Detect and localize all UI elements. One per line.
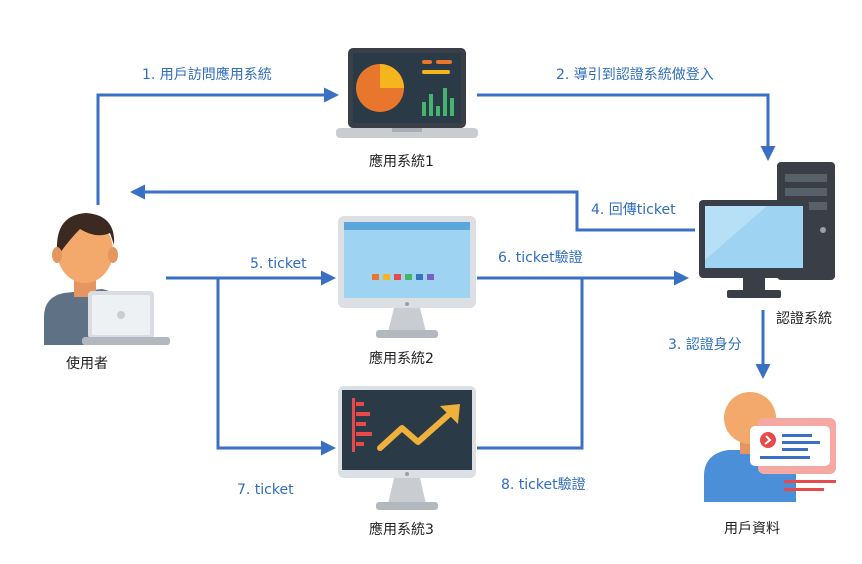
monitor-chart-icon [338, 386, 476, 510]
edge-1-line [96, 87, 339, 205]
node-label-app2: 應用系統2 [369, 351, 434, 367]
user-profile-card-icon [704, 392, 836, 502]
edge-label-7: 7. ticket [237, 482, 294, 498]
server-workstation-icon [699, 162, 835, 298]
desktop-monitor-icon [338, 216, 476, 338]
edge-label-1: 1. 用戶訪問應用系統 [142, 67, 272, 83]
edge-label-4: 4. 回傳ticket [591, 202, 676, 218]
person-with-laptop-icon [44, 213, 170, 345]
edge-label-3: 3. 認證身分 [668, 337, 742, 353]
node-label-auth: 認證系統 [776, 311, 832, 327]
edge-4-line [130, 184, 695, 232]
node-label-userdata: 用戶資料 [724, 521, 780, 537]
laptop-dashboard-icon [336, 48, 478, 138]
node-label-user: 使用者 [66, 356, 108, 372]
node-label-app1: 應用系統1 [369, 154, 434, 170]
edge-label-8: 8. ticket驗證 [501, 477, 586, 493]
node-label-app3: 應用系統3 [369, 522, 434, 538]
edge-2-line [477, 93, 776, 161]
edge-8-line [477, 278, 584, 450]
edge-label-5: 5. ticket [250, 256, 307, 272]
edge-label-2: 2. 導引到認證系統做登入 [556, 67, 714, 83]
edge-7-line [216, 278, 336, 456]
edge-label-6: 6. ticket驗證 [498, 250, 583, 266]
